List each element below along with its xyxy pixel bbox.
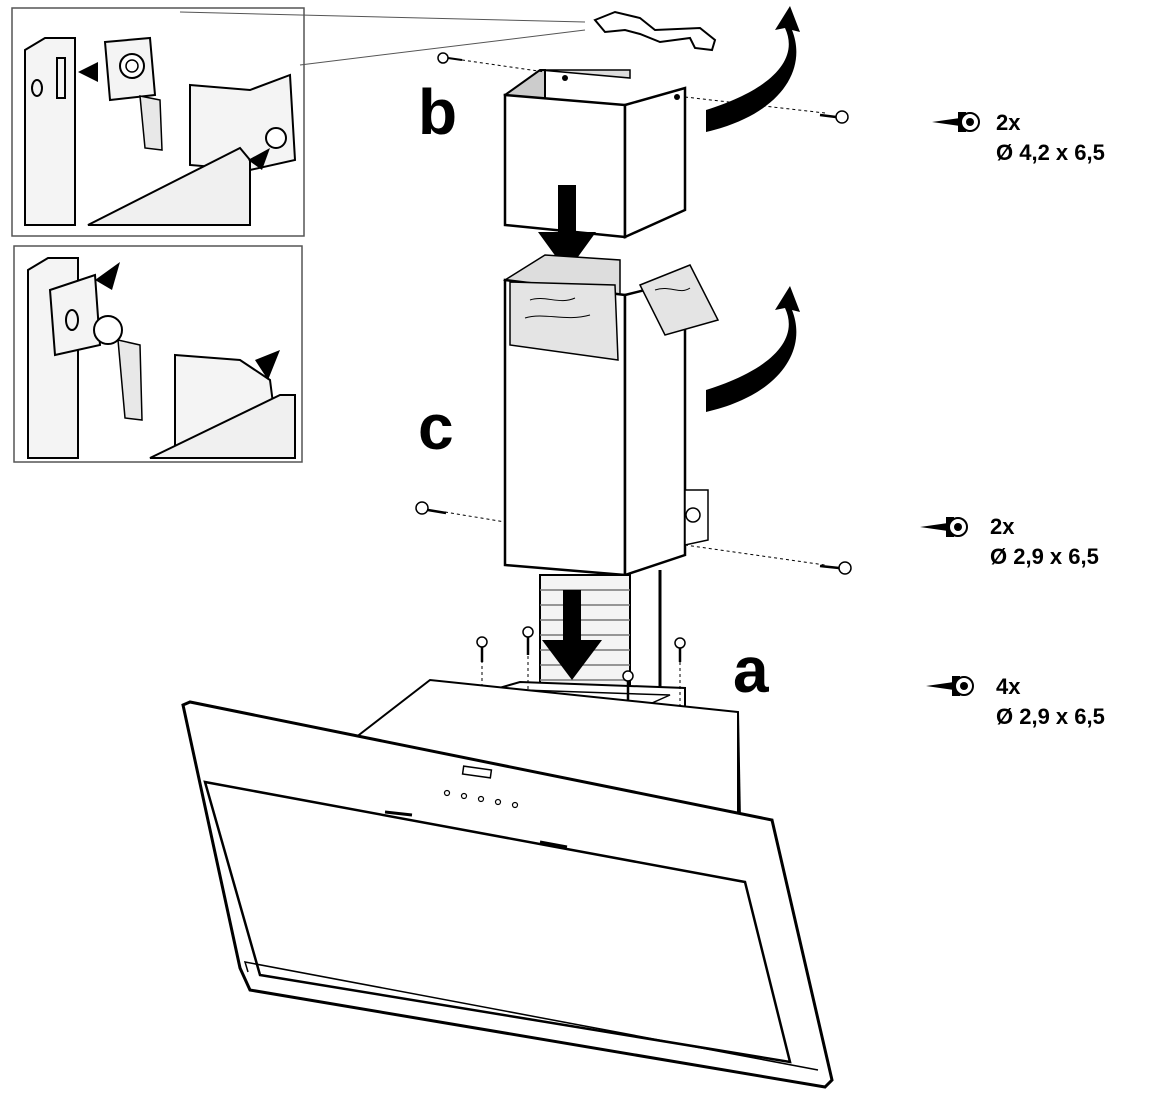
detail-inset-bracket-hooking [11,7,586,237]
screw-c-right [684,544,852,575]
screw-b-right [684,96,849,124]
step-label-b: b [418,76,458,148]
screw-spec-2: 2x Ø 2,9 x 6,5 [990,512,1099,572]
step-label-c: c [418,391,454,463]
step-label-a: a [733,634,769,706]
screw-b-left [437,52,546,73]
screw-spec-1-quantity: 2x [996,110,1021,135]
rotate-arrow-upper [706,6,800,132]
clip-bracket [593,10,717,52]
screw-spec-1: 2x Ø 4,2 x 6,5 [996,108,1105,168]
insert-arrow-c-into-duct [542,590,602,680]
screw-icon-1 [932,112,980,132]
rotate-arrow-lower [706,286,800,412]
upper-chimney-section [503,69,687,239]
screw-c-left [415,501,506,523]
screw-spec-3: 4x Ø 2,9 x 6,5 [996,672,1105,732]
insert-arrow-b-into-c [538,185,596,272]
cooker-hood-body [181,678,834,1089]
screw-spec-3-dimension: Ø 2,9 x 6,5 [996,704,1105,729]
screw-spec-2-dimension: Ø 2,9 x 6,5 [990,544,1099,569]
screw-icon-3 [926,676,974,696]
screw-spec-1-dimension: Ø 4,2 x 6,5 [996,140,1105,165]
detail-inset-bracket-locking [13,245,303,463]
screw-spec-3-quantity: 4x [996,674,1021,699]
screw-spec-2-quantity: 2x [990,514,1015,539]
lower-chimney-section [502,254,720,577]
screw-icon-2 [920,517,968,537]
